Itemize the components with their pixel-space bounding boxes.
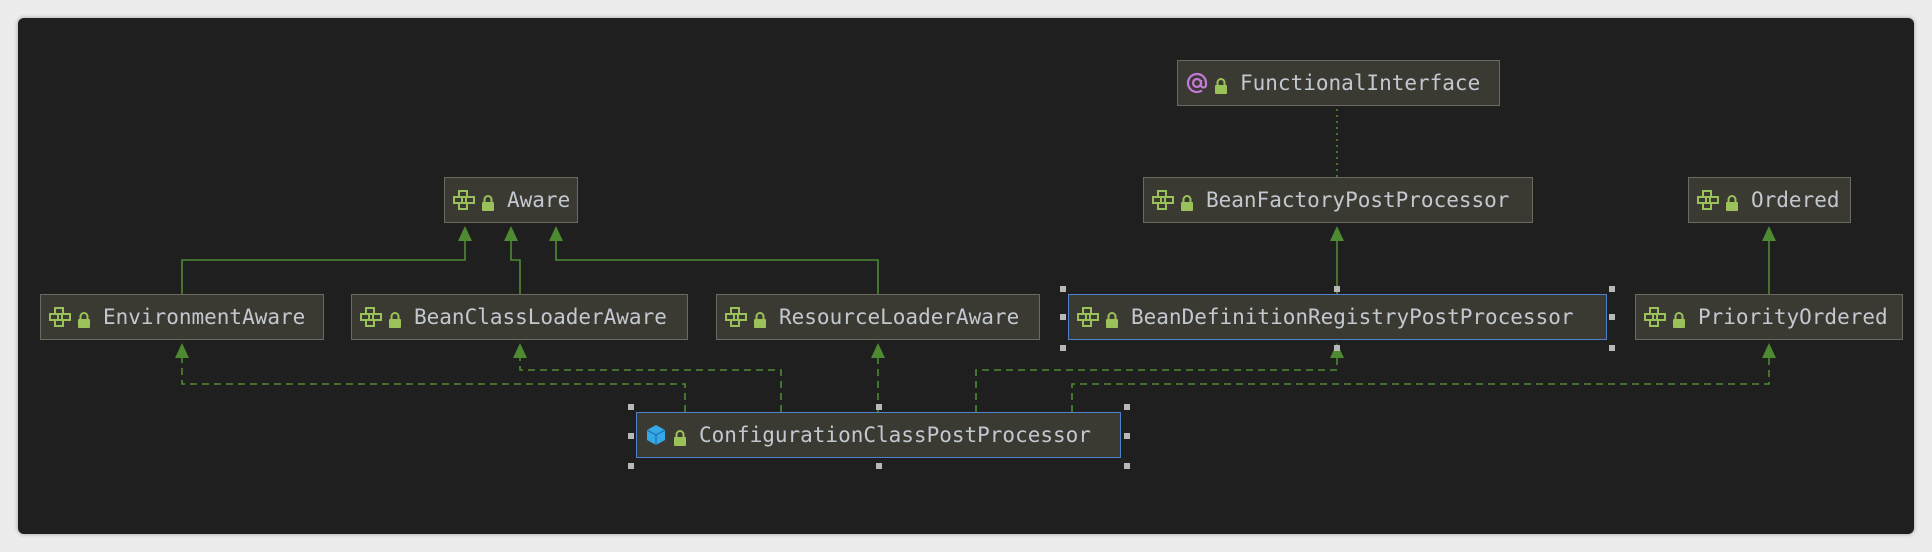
node-ordered[interactable]: Ordered <box>1688 177 1851 223</box>
lock-icon <box>77 309 91 328</box>
node-label: BeanDefinitionRegistryPostProcessor <box>1131 305 1574 329</box>
resize-handle[interactable] <box>1060 345 1066 351</box>
node-label: FunctionalInterface <box>1240 71 1481 95</box>
interface-icon <box>1644 306 1666 328</box>
node-label: ConfigurationClassPostProcessor <box>699 423 1091 447</box>
node-functional-interface[interactable]: FunctionalInterface <box>1177 60 1500 106</box>
node-resource-loader-aware[interactable]: ResourceLoaderAware <box>716 294 1040 340</box>
lock-icon <box>1214 75 1228 94</box>
node-priority-ordered[interactable]: PriorityOrdered <box>1635 294 1903 340</box>
resize-handle[interactable] <box>876 463 882 469</box>
annotation-icon <box>1186 72 1208 94</box>
node-label: Aware <box>507 188 571 212</box>
node-aware[interactable]: Aware <box>444 177 578 223</box>
lock-icon <box>1105 309 1119 328</box>
resize-handle[interactable] <box>628 463 634 469</box>
resize-handle[interactable] <box>876 404 882 410</box>
node-bean-factory-post-processor[interactable]: BeanFactoryPostProcessor <box>1143 177 1533 223</box>
lock-icon <box>753 309 767 328</box>
interface-icon <box>1697 189 1719 211</box>
node-label: Ordered <box>1751 188 1840 212</box>
resize-handle[interactable] <box>1060 286 1066 292</box>
resize-handle[interactable] <box>1124 463 1130 469</box>
node-label: BeanFactoryPostProcessor <box>1206 188 1510 212</box>
resize-handle[interactable] <box>628 404 634 410</box>
interface-icon <box>1152 189 1174 211</box>
interface-icon <box>360 306 382 328</box>
lock-icon <box>1725 192 1739 211</box>
interface-icon <box>725 306 747 328</box>
interface-icon <box>49 306 71 328</box>
resize-handle[interactable] <box>1609 314 1615 320</box>
node-label: ResourceLoaderAware <box>779 305 1020 329</box>
lock-icon <box>481 192 495 211</box>
node-label: BeanClassLoaderAware <box>414 305 667 329</box>
lock-icon <box>388 309 402 328</box>
node-configuration-class-post-processor[interactable]: ConfigurationClassPostProcessor <box>636 412 1121 458</box>
node-label: PriorityOrdered <box>1698 305 1888 329</box>
node-environment-aware[interactable]: EnvironmentAware <box>40 294 324 340</box>
interface-icon <box>453 189 475 211</box>
resize-handle[interactable] <box>628 433 634 439</box>
lock-icon <box>673 427 687 446</box>
interface-icon <box>1077 306 1099 328</box>
class-icon <box>645 424 667 446</box>
resize-handle[interactable] <box>1334 286 1340 292</box>
resize-handle[interactable] <box>1609 345 1615 351</box>
node-bean-class-loader-aware[interactable]: BeanClassLoaderAware <box>351 294 688 340</box>
resize-handle[interactable] <box>1124 404 1130 410</box>
lock-icon <box>1180 192 1194 211</box>
node-label: EnvironmentAware <box>103 305 306 329</box>
resize-handle[interactable] <box>1334 345 1340 351</box>
resize-handle[interactable] <box>1124 433 1130 439</box>
lock-icon <box>1672 309 1686 328</box>
resize-handle[interactable] <box>1060 314 1066 320</box>
resize-handle[interactable] <box>1609 286 1615 292</box>
node-bean-definition-registry-post-processor[interactable]: BeanDefinitionRegistryPostProcessor <box>1068 294 1607 340</box>
